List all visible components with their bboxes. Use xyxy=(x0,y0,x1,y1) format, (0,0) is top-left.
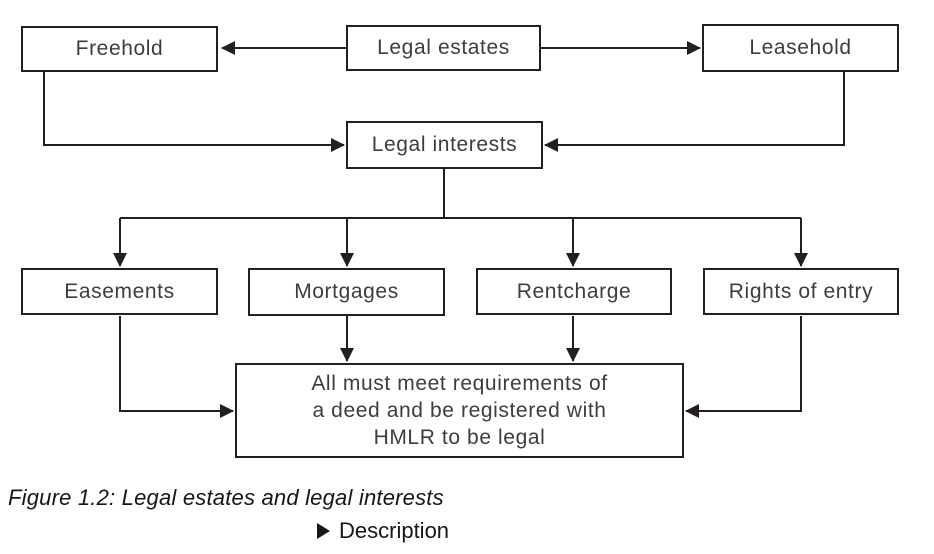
requirements-line: HMLR to be legal xyxy=(373,426,546,449)
node-rentcharge: Rentcharge xyxy=(476,268,672,315)
description-toggle[interactable]: Description xyxy=(317,518,450,543)
connector-rights-of-entry-to-requirements xyxy=(685,316,802,418)
node-leasehold: Leasehold xyxy=(702,24,899,72)
node-easements: Easements xyxy=(21,268,218,315)
connector-leasehold-to-legal-interests xyxy=(544,72,845,152)
requirements-line: a deed and be registered with xyxy=(312,399,607,422)
connector-freehold-to-legal-interests xyxy=(43,72,345,152)
connector-easements-to-requirements xyxy=(119,316,234,418)
disclosure-triangle-icon xyxy=(317,523,330,540)
figure-caption: Figure 1.2: Legal estates and legal inte… xyxy=(8,485,444,510)
node-requirements: All must meet requirements of a deed and… xyxy=(235,363,684,458)
node-mortgages: Mortgages xyxy=(248,268,445,316)
description-label: Description xyxy=(339,518,450,543)
node-legal-interests: Legal interests xyxy=(346,121,543,169)
node-rights-of-entry: Rights of entry xyxy=(703,268,899,315)
requirements-line: All must meet requirements of xyxy=(311,372,608,395)
node-legal-estates: Legal estates xyxy=(346,25,541,71)
node-freehold: Freehold xyxy=(21,26,218,72)
connector-legal-interests-distribution-rail xyxy=(120,169,801,219)
